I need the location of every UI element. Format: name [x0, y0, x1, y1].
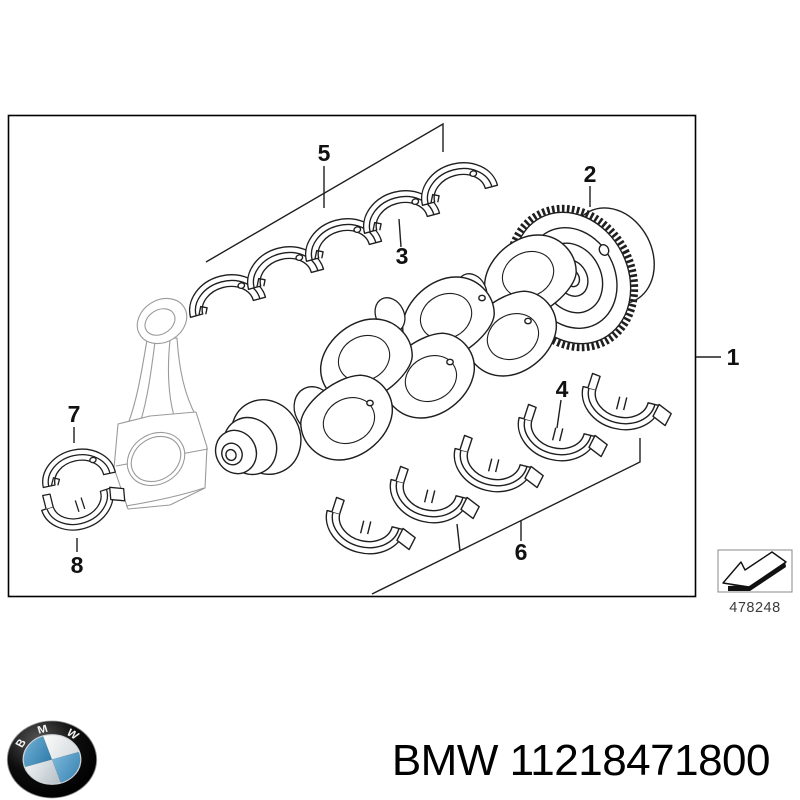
logo-letter-m: M [36, 723, 49, 736]
oil-holes [366, 294, 532, 407]
crank-nose [214, 399, 302, 476]
callout-3[interactable]: 3 [396, 243, 409, 269]
crankshaft-drawing [214, 204, 655, 476]
callout-2[interactable]: 2 [584, 161, 597, 187]
callout-4[interactable]: 4 [556, 376, 569, 402]
parts-diagram: 1 2 3 4 5 6 7 8 478248 [7, 114, 793, 616]
callout-1[interactable]: 1 [727, 344, 740, 370]
callout-6[interactable]: 6 [515, 539, 528, 565]
bmw-logo-icon: B M W [5, 719, 99, 800]
reference-code: 478248 [729, 600, 780, 616]
callout-leader-lines [73, 122, 721, 595]
connecting-rod [113, 297, 209, 510]
callout-7[interactable]: 7 [68, 401, 81, 427]
callout-5[interactable]: 5 [318, 140, 331, 166]
direction-arrow-icon[interactable] [717, 549, 793, 593]
part-number-label: BMW 11218471800 [391, 736, 771, 785]
callout-8[interactable]: 8 [71, 552, 84, 578]
